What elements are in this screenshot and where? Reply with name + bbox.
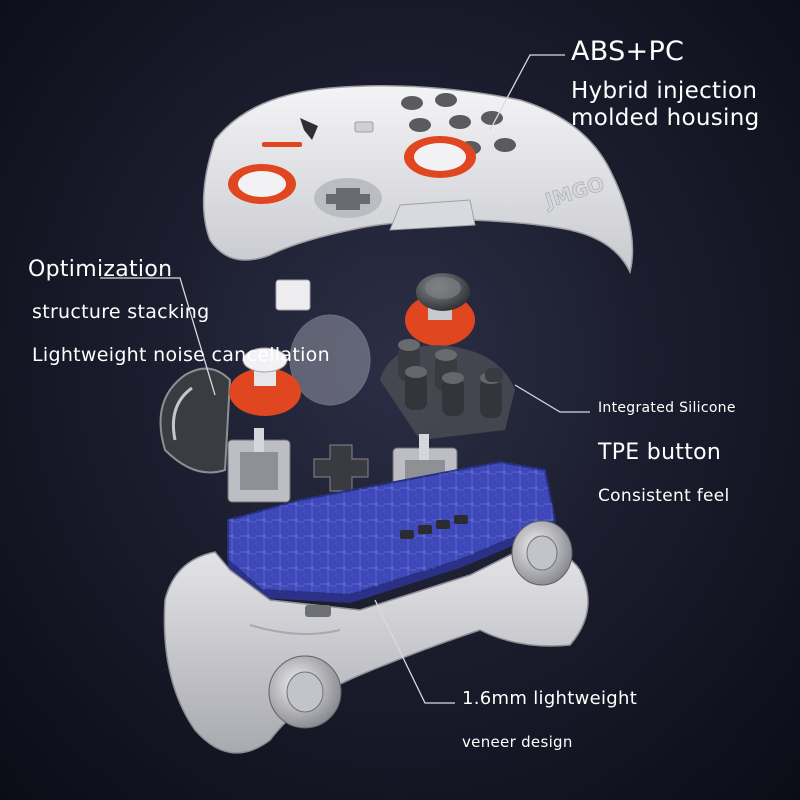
silicone-line2: TPE button [598, 440, 722, 465]
translucent-cover [289, 314, 371, 406]
connector-part [275, 279, 311, 311]
silicone-line3: Consistent feel [598, 486, 730, 506]
optimization-line1: structure stacking [32, 301, 210, 323]
veneer-line1: 1.6mm lightweight [462, 688, 638, 709]
top-housing: JMGO [202, 84, 634, 275]
left-thumbstick [229, 347, 301, 416]
center-accent-bar [262, 142, 302, 147]
right-stick-ring [404, 136, 476, 178]
veneer-line2: veneer design [462, 733, 573, 751]
left-stick-module [227, 428, 291, 503]
brand-logo-mark [300, 118, 318, 140]
dpad-part [313, 444, 369, 492]
leader-lines [100, 54, 590, 704]
material-description-line1: Hybrid injection [571, 78, 758, 104]
material-title: ABS+PC [571, 36, 685, 67]
left-rear-paddle [268, 655, 342, 729]
optimization-line2: Lightweight noise cancellation [32, 344, 330, 366]
right-rear-paddle [511, 520, 573, 586]
left-grip-frame [159, 367, 232, 474]
left-stick-ring [228, 164, 296, 204]
right-thumbstick [405, 273, 475, 346]
silicone-line1: Integrated Silicone [598, 400, 736, 416]
dpad-hole [314, 178, 382, 218]
material-description-line2: molded housing [571, 105, 760, 131]
optimization-title: Optimization [28, 257, 173, 282]
silicone-tpe-buttons [380, 339, 515, 440]
